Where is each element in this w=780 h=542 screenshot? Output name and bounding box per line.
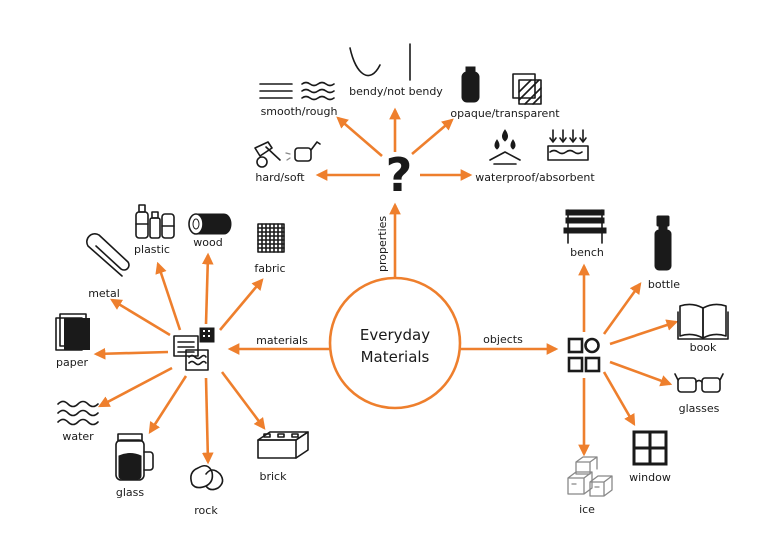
material-label-rock: rock <box>194 504 218 517</box>
center-title-line1: Everyday <box>360 326 430 344</box>
objects-grid-icon <box>567 337 601 373</box>
center-title-line2: Materials <box>361 348 430 366</box>
arrow-glass <box>148 375 188 434</box>
object-label-bench: bench <box>570 246 604 259</box>
open-book-icon <box>677 303 729 340</box>
glasses-icon <box>674 373 724 393</box>
bottle-icon <box>654 215 672 271</box>
bench-icon <box>563 209 607 244</box>
object-label-ice: ice <box>579 503 595 516</box>
arrow-metal <box>109 298 171 337</box>
glass-jar-icon <box>115 433 154 481</box>
branch-materials: materials <box>227 334 329 355</box>
property-label-bendy: bendy/not bendy <box>349 85 443 98</box>
svg-text:?: ? <box>386 148 413 202</box>
object-label-glasses: glasses <box>679 402 720 415</box>
ice-cubes-icon <box>567 456 613 497</box>
center-node: Everyday Materials <box>328 276 462 410</box>
arrow-book <box>609 319 679 346</box>
material-label-fabric: fabric <box>254 262 285 275</box>
paperclip-icon <box>86 233 130 277</box>
rock-icon <box>190 464 224 491</box>
opaque-transparent-icon <box>461 66 542 105</box>
property-label-waterproof: waterproof/absorbent <box>475 171 595 184</box>
object-label-book: book <box>690 341 717 354</box>
branch-properties: properties <box>376 202 401 278</box>
material-label-plastic: plastic <box>134 243 170 256</box>
material-label-glass: glass <box>116 486 145 499</box>
object-label-window: window <box>629 471 671 484</box>
plastic-bottles-icon <box>135 204 175 239</box>
materials-hub-icon <box>173 327 215 371</box>
arrow-smooth <box>336 116 383 157</box>
material-label-brick: brick <box>260 470 288 483</box>
branch-label-properties: properties <box>376 216 389 272</box>
arrow-window <box>602 371 636 427</box>
hammer-and-sponge-icon <box>254 141 321 168</box>
object-label-bottle: bottle <box>648 278 680 291</box>
question-mark-icon: ? <box>386 148 413 202</box>
window-icon <box>632 430 668 466</box>
arrow-brick <box>220 371 266 430</box>
branch-label-objects: objects <box>483 333 523 346</box>
arrow-fabric <box>219 278 264 331</box>
arrow-opaque <box>411 118 454 155</box>
arrow-rock <box>201 377 214 465</box>
material-label-wood: wood <box>193 236 222 249</box>
material-label-metal: metal <box>88 287 120 300</box>
bendy-icon <box>349 43 411 81</box>
brick-block-icon <box>257 431 309 459</box>
property-label-opaque: opaque/transparent <box>450 107 560 120</box>
smooth-rough-icon <box>259 81 335 101</box>
arrow-glasses <box>609 360 673 387</box>
arrow-wood <box>201 252 214 325</box>
branch-label-materials: materials <box>256 334 308 347</box>
fabric-swatch-icon <box>257 223 285 253</box>
arrow-water <box>97 366 173 408</box>
material-label-water: water <box>62 430 94 443</box>
waterproof-absorbent-icon <box>489 129 589 165</box>
property-label-smooth: smooth/rough <box>261 105 338 118</box>
paper-stack-icon <box>55 313 90 351</box>
wood-log-icon <box>188 213 232 235</box>
arrow-bottle <box>602 282 642 335</box>
property-label-hard: hard/soft <box>255 171 305 184</box>
arrow-paper <box>93 347 169 360</box>
arrow-plastic <box>155 261 182 331</box>
water-waves-icon <box>57 400 99 426</box>
material-label-paper: paper <box>56 356 88 369</box>
branch-objects: objects <box>461 333 559 355</box>
